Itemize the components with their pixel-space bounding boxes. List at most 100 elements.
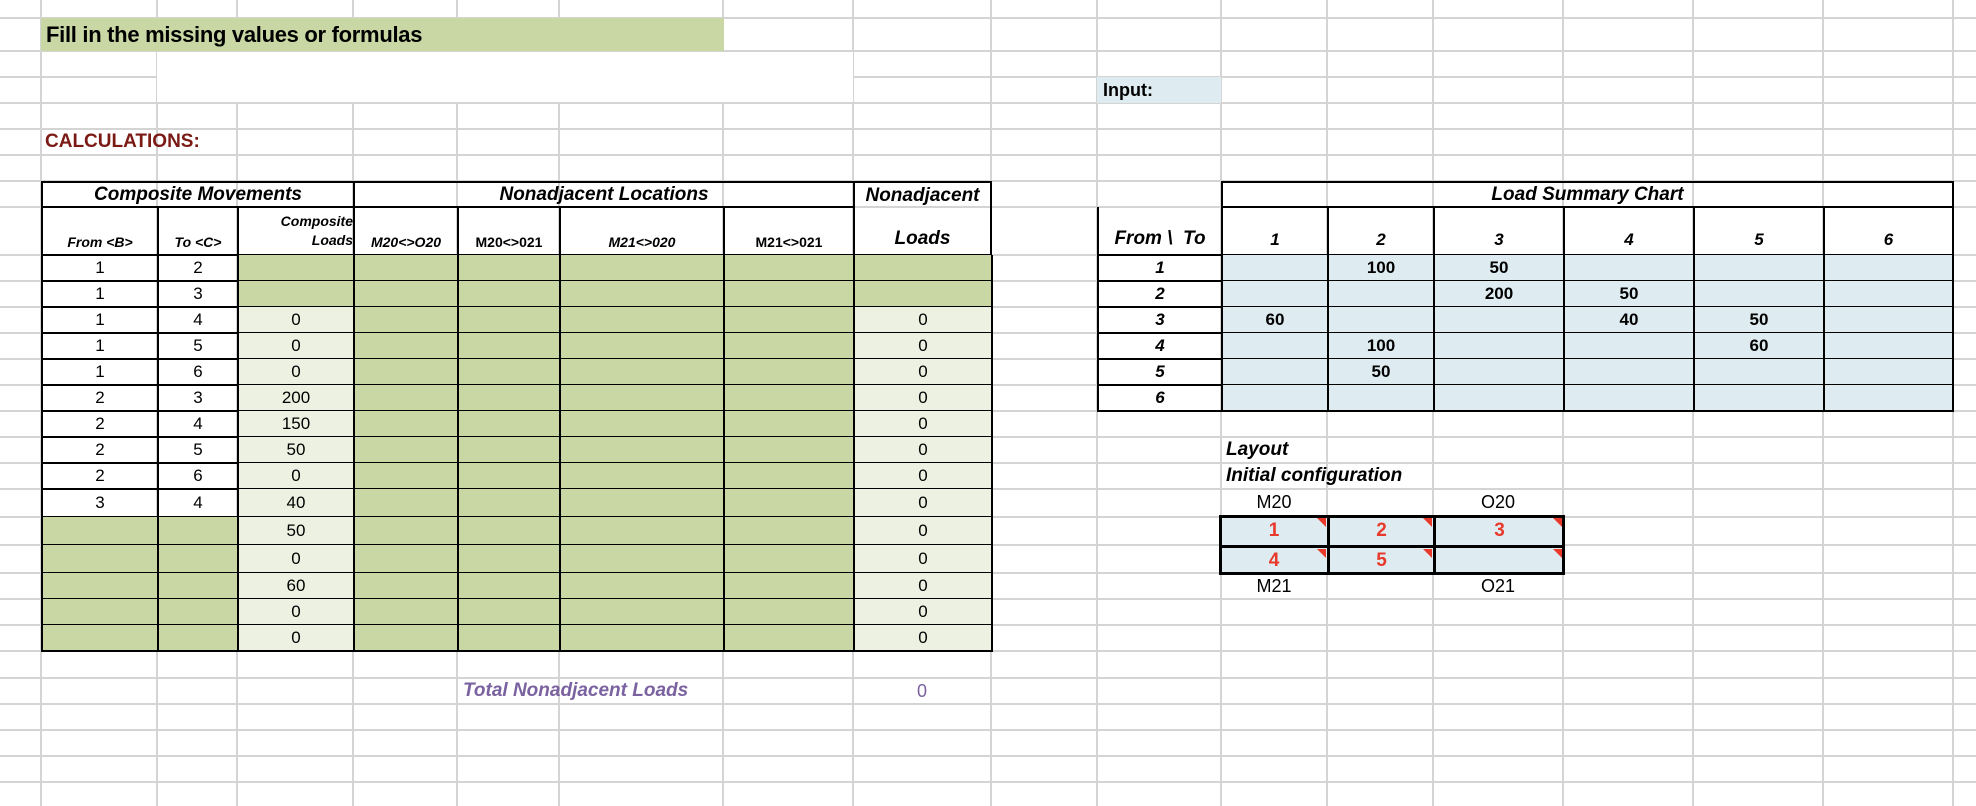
cell-from[interactable]: 1 <box>41 333 157 360</box>
cell-m21-020[interactable] <box>559 333 723 360</box>
cell-from[interactable] <box>41 625 157 652</box>
cell-m21-020[interactable] <box>559 573 723 600</box>
cell-composite-loads[interactable]: 0 <box>237 359 353 386</box>
input-label-cell[interactable]: Input: <box>1097 77 1221 103</box>
summary-cell[interactable] <box>1563 333 1693 360</box>
cell-m20-o20[interactable] <box>353 359 457 386</box>
cell-from[interactable] <box>41 573 157 600</box>
summary-cell[interactable] <box>1823 333 1954 360</box>
cell-m20-021[interactable] <box>457 307 559 334</box>
cell-m20-o20[interactable] <box>353 307 457 334</box>
cell-composite-loads[interactable]: 60 <box>237 573 353 600</box>
summary-cell[interactable] <box>1823 359 1954 386</box>
cell-m21-020[interactable] <box>559 385 723 412</box>
cell-nonadjacent-loads[interactable]: 0 <box>853 573 993 600</box>
summary-cell[interactable] <box>1823 281 1954 308</box>
cell-nonadjacent-loads[interactable]: 0 <box>853 489 993 518</box>
cell-m20-o20[interactable] <box>353 333 457 360</box>
cell-m20-o20[interactable] <box>353 489 457 518</box>
cell-m21-021[interactable] <box>723 281 853 308</box>
summary-cell[interactable] <box>1433 333 1563 360</box>
cell-m21-021[interactable] <box>723 517 853 546</box>
cell-m21-021[interactable] <box>723 573 853 600</box>
cell-m21-021[interactable] <box>723 437 853 464</box>
cell-m20-021[interactable] <box>457 489 559 518</box>
comment-indicator-icon[interactable] <box>1423 549 1432 558</box>
cell-composite-loads[interactable]: 150 <box>237 411 353 438</box>
cell-from[interactable]: 2 <box>41 463 157 490</box>
cell-m21-020[interactable] <box>559 625 723 652</box>
cell-from[interactable] <box>41 599 157 626</box>
summary-cell[interactable] <box>1221 333 1327 360</box>
cell-m21-020[interactable] <box>559 463 723 490</box>
cell-composite-loads[interactable]: 50 <box>237 437 353 464</box>
cell-m20-o20[interactable] <box>353 573 457 600</box>
cell-nonadjacent-loads[interactable]: 0 <box>853 517 993 546</box>
summary-cell[interactable]: 200 <box>1433 281 1563 308</box>
cell-m20-021[interactable] <box>457 437 559 464</box>
summary-cell[interactable] <box>1221 255 1327 282</box>
cell-composite-loads[interactable] <box>237 255 353 282</box>
layout-cell[interactable]: 2 <box>1327 517 1433 545</box>
cell-m20-021[interactable] <box>457 281 559 308</box>
cell-m21-020[interactable] <box>559 307 723 334</box>
cell-to[interactable]: 4 <box>157 489 237 518</box>
summary-cell[interactable] <box>1327 385 1433 412</box>
summary-cell[interactable]: 60 <box>1693 333 1823 360</box>
cell-nonadjacent-loads[interactable]: 0 <box>853 545 993 574</box>
cell-m20-021[interactable] <box>457 573 559 600</box>
cell-nonadjacent-loads[interactable]: 0 <box>853 359 993 386</box>
cell-to[interactable] <box>157 573 237 600</box>
comment-indicator-icon[interactable] <box>1553 518 1562 527</box>
cell-to[interactable] <box>157 517 237 546</box>
cell-m21-021[interactable] <box>723 599 853 626</box>
cell-to[interactable]: 4 <box>157 307 237 334</box>
cell-from[interactable]: 3 <box>41 489 157 518</box>
summary-cell[interactable] <box>1221 359 1327 386</box>
cell-to[interactable] <box>157 625 237 652</box>
cell-m20-o20[interactable] <box>353 599 457 626</box>
cell-from[interactable]: 2 <box>41 437 157 464</box>
cell-m20-021[interactable] <box>457 333 559 360</box>
cell-nonadjacent-loads[interactable]: 0 <box>853 625 993 652</box>
summary-cell[interactable] <box>1563 385 1693 412</box>
cell-m20-o20[interactable] <box>353 255 457 282</box>
cell-nonadjacent-loads[interactable] <box>853 281 993 308</box>
summary-cell[interactable] <box>1823 255 1954 282</box>
total-nonadjacent-value[interactable]: 0 <box>916 680 927 701</box>
cell-composite-loads[interactable]: 200 <box>237 385 353 412</box>
cell-nonadjacent-loads[interactable]: 0 <box>853 333 993 360</box>
cell-from[interactable]: 2 <box>41 385 157 412</box>
summary-cell[interactable]: 50 <box>1563 281 1693 308</box>
cell-from[interactable]: 1 <box>41 255 157 282</box>
cell-composite-loads[interactable]: 0 <box>237 333 353 360</box>
summary-cell[interactable]: 100 <box>1327 255 1433 282</box>
cell-m20-o20[interactable] <box>353 411 457 438</box>
layout-cell[interactable]: 4 <box>1221 545 1327 573</box>
cell-to[interactable]: 4 <box>157 411 237 438</box>
summary-cell[interactable] <box>1563 255 1693 282</box>
comment-indicator-icon[interactable] <box>1423 518 1432 527</box>
cell-m21-021[interactable] <box>723 463 853 490</box>
cell-from[interactable]: 1 <box>41 359 157 386</box>
summary-cell[interactable] <box>1693 359 1823 386</box>
cell-m21-021[interactable] <box>723 359 853 386</box>
cell-m20-021[interactable] <box>457 463 559 490</box>
summary-cell[interactable] <box>1563 359 1693 386</box>
cell-m21-020[interactable] <box>559 489 723 518</box>
cell-m21-021[interactable] <box>723 411 853 438</box>
layout-cell[interactable]: 5 <box>1327 545 1433 573</box>
cell-m20-021[interactable] <box>457 255 559 282</box>
cell-m21-021[interactable] <box>723 255 853 282</box>
cell-m20-o20[interactable] <box>353 517 457 546</box>
summary-cell[interactable] <box>1221 281 1327 308</box>
cell-from[interactable] <box>41 517 157 546</box>
cell-m21-021[interactable] <box>723 385 853 412</box>
cell-m21-021[interactable] <box>723 333 853 360</box>
cell-to[interactable] <box>157 545 237 574</box>
cell-m21-020[interactable] <box>559 359 723 386</box>
summary-cell[interactable] <box>1221 385 1327 412</box>
cell-m21-020[interactable] <box>559 437 723 464</box>
cell-composite-loads[interactable]: 0 <box>237 463 353 490</box>
cell-m21-021[interactable] <box>723 489 853 518</box>
